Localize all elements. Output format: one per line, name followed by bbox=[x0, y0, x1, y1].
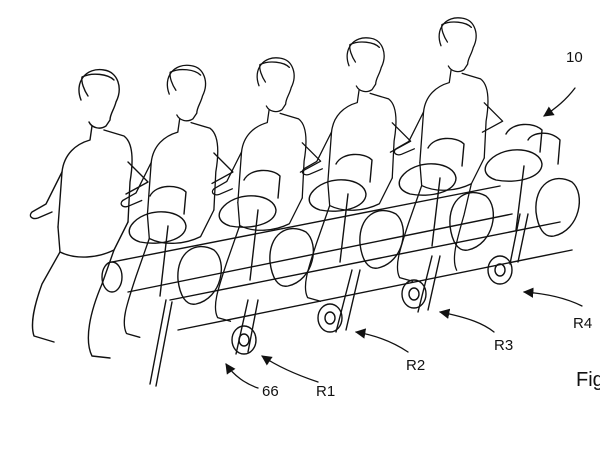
seat-r2 bbox=[218, 169, 314, 287]
ref-label-r1: R1 bbox=[316, 383, 336, 400]
figure-caption: Fig bbox=[576, 369, 600, 391]
seat-r3 bbox=[308, 153, 404, 269]
ref-label-66: 66 bbox=[262, 383, 279, 400]
passenger-5 bbox=[393, 17, 504, 282]
leader-arrows bbox=[225, 87, 583, 389]
seat-r5 bbox=[484, 123, 580, 237]
arrow-r4 bbox=[522, 287, 583, 307]
passenger-2 bbox=[120, 64, 234, 338]
arrow-10 bbox=[543, 87, 576, 117]
seat-frame bbox=[101, 185, 573, 387]
arrow-r1 bbox=[261, 355, 319, 383]
ref-label-r3: R3 bbox=[494, 337, 514, 354]
ref-label-r4: R4 bbox=[573, 315, 593, 332]
ref-label-10: 10 bbox=[566, 49, 583, 66]
ref-label-r2: R2 bbox=[406, 357, 426, 374]
passenger-1 bbox=[29, 68, 149, 359]
arrow-r2 bbox=[354, 328, 409, 353]
arrow-r3 bbox=[438, 308, 495, 333]
seat-r1 bbox=[128, 185, 222, 305]
arrow-66 bbox=[225, 363, 259, 389]
passenger-3 bbox=[211, 57, 322, 322]
passenger-4 bbox=[301, 37, 412, 302]
seat-r4 bbox=[398, 137, 494, 251]
